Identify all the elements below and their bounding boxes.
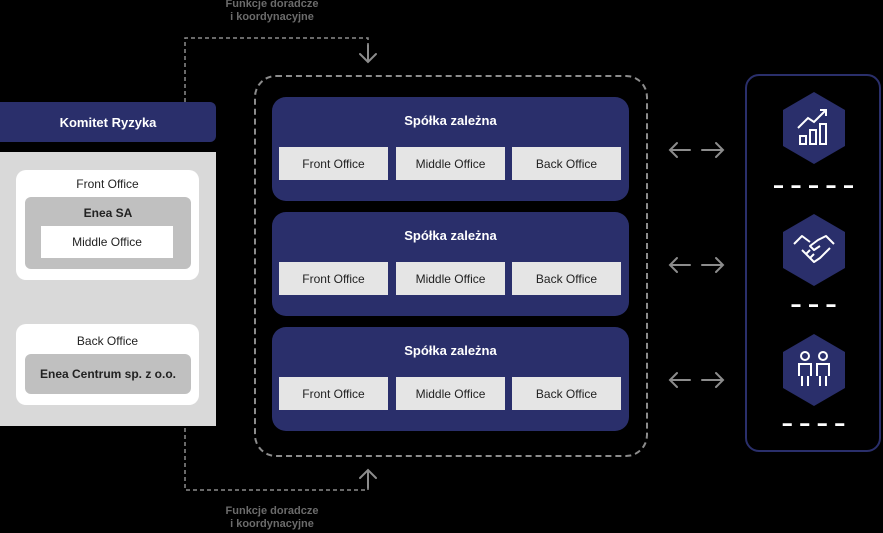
chart-up-icon xyxy=(783,92,845,164)
double-arrow-2 xyxy=(668,257,725,273)
middle-office-box: Middle Office xyxy=(41,226,173,258)
back-office-box: Back Office xyxy=(512,377,621,410)
front-office-box: Front Office xyxy=(279,147,388,180)
enea-sa-box: Enea SA Middle Office xyxy=(25,197,191,269)
bottom-connector-line xyxy=(184,428,369,491)
komitet-ryzyka-box: Komitet Ryzyka xyxy=(0,102,216,142)
people-icon xyxy=(783,334,845,406)
subsidiaries-group xyxy=(254,75,648,457)
right-panel: ▬ ▬ ▬ ▬ ▬ ▬ ▬ ▬ ▬ ▬ ▬ ▬ xyxy=(745,74,881,452)
subsidiary-title: Spółka zależna xyxy=(404,343,497,358)
front-office-label: Front Office xyxy=(76,177,139,191)
front-office-box: Front Office xyxy=(279,262,388,295)
subsidiary-title: Spółka zależna xyxy=(404,228,497,243)
double-arrow-3 xyxy=(668,372,725,388)
subsidiary-box-3: Spółka zależna Front Office Middle Offic… xyxy=(272,327,629,431)
subsidiary-box-2: Spółka zależna Front Office Middle Offic… xyxy=(272,212,629,316)
enea-centrum-label: Enea Centrum sp. z o.o. xyxy=(39,367,177,381)
back-office-box: Back Office xyxy=(512,262,621,295)
middle-office-box: Middle Office xyxy=(396,147,505,180)
handshake-icon xyxy=(783,214,845,286)
top-down-arrow xyxy=(359,44,377,64)
double-arrow-1 xyxy=(668,142,725,158)
caption-1: ▬ ▬ ▬ ▬ ▬ xyxy=(773,180,856,190)
bottom-up-arrow xyxy=(359,468,377,489)
enea-sa-label: Enea SA xyxy=(83,206,133,220)
bottom-label: Funkcje doradcze i koordynacyjne xyxy=(225,505,319,530)
enea-centrum-box: Enea Centrum sp. z o.o. xyxy=(25,354,191,394)
middle-office-label: Middle Office xyxy=(72,235,142,249)
front-office-card: Front Office Enea SA Middle Office xyxy=(16,170,199,280)
top-label: Funkcje doradcze i koordynacyjne xyxy=(225,0,319,23)
middle-office-box: Middle Office xyxy=(396,377,505,410)
back-office-box: Back Office xyxy=(512,147,621,180)
subsidiary-box-1: Spółka zależna Front Office Middle Offic… xyxy=(272,97,629,201)
subsidiary-title: Spółka zależna xyxy=(404,113,497,128)
caption-2: ▬ ▬ ▬ xyxy=(791,299,839,309)
middle-office-box: Middle Office xyxy=(396,262,505,295)
back-office-label: Back Office xyxy=(76,334,139,348)
enea-panel: Front Office Enea SA Middle Office Back … xyxy=(0,152,216,426)
front-office-box: Front Office xyxy=(279,377,388,410)
back-office-card: Back Office Enea Centrum sp. z o.o. xyxy=(16,324,199,405)
caption-3: ▬ ▬ ▬ ▬ xyxy=(782,418,848,428)
